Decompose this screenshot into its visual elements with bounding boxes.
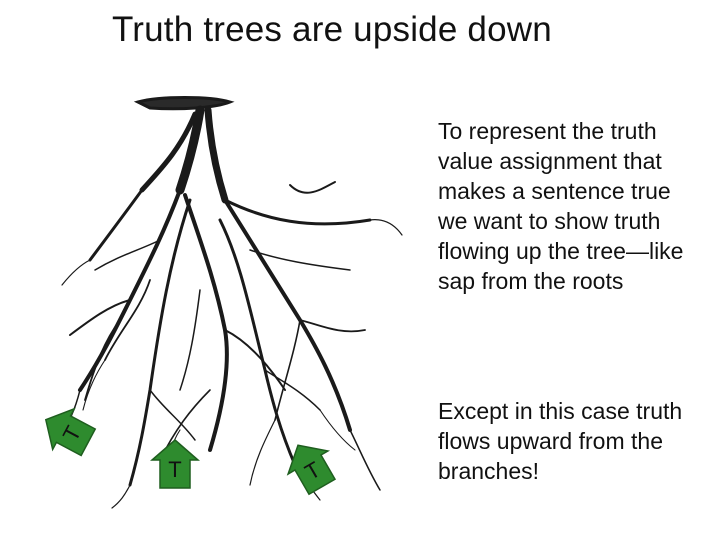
up-arrow-icon — [44, 407, 97, 457]
upside-down-tree-roots-illustration — [59, 96, 403, 509]
slide-title: Truth trees are upside down — [112, 10, 552, 49]
up-arrow-icon — [286, 444, 337, 496]
explanation-paragraph: To represent the truth value assignment … — [438, 118, 684, 294]
truth-arrow-middle: T — [150, 438, 200, 490]
truth-arrow-right: T — [275, 431, 344, 501]
truth-arrow-label: T — [168, 457, 182, 482]
up-arrow-icon — [150, 439, 200, 489]
truth-arrow-left: T — [32, 397, 101, 466]
exception-paragraph: Except in this case truth flows upward f… — [438, 398, 683, 484]
